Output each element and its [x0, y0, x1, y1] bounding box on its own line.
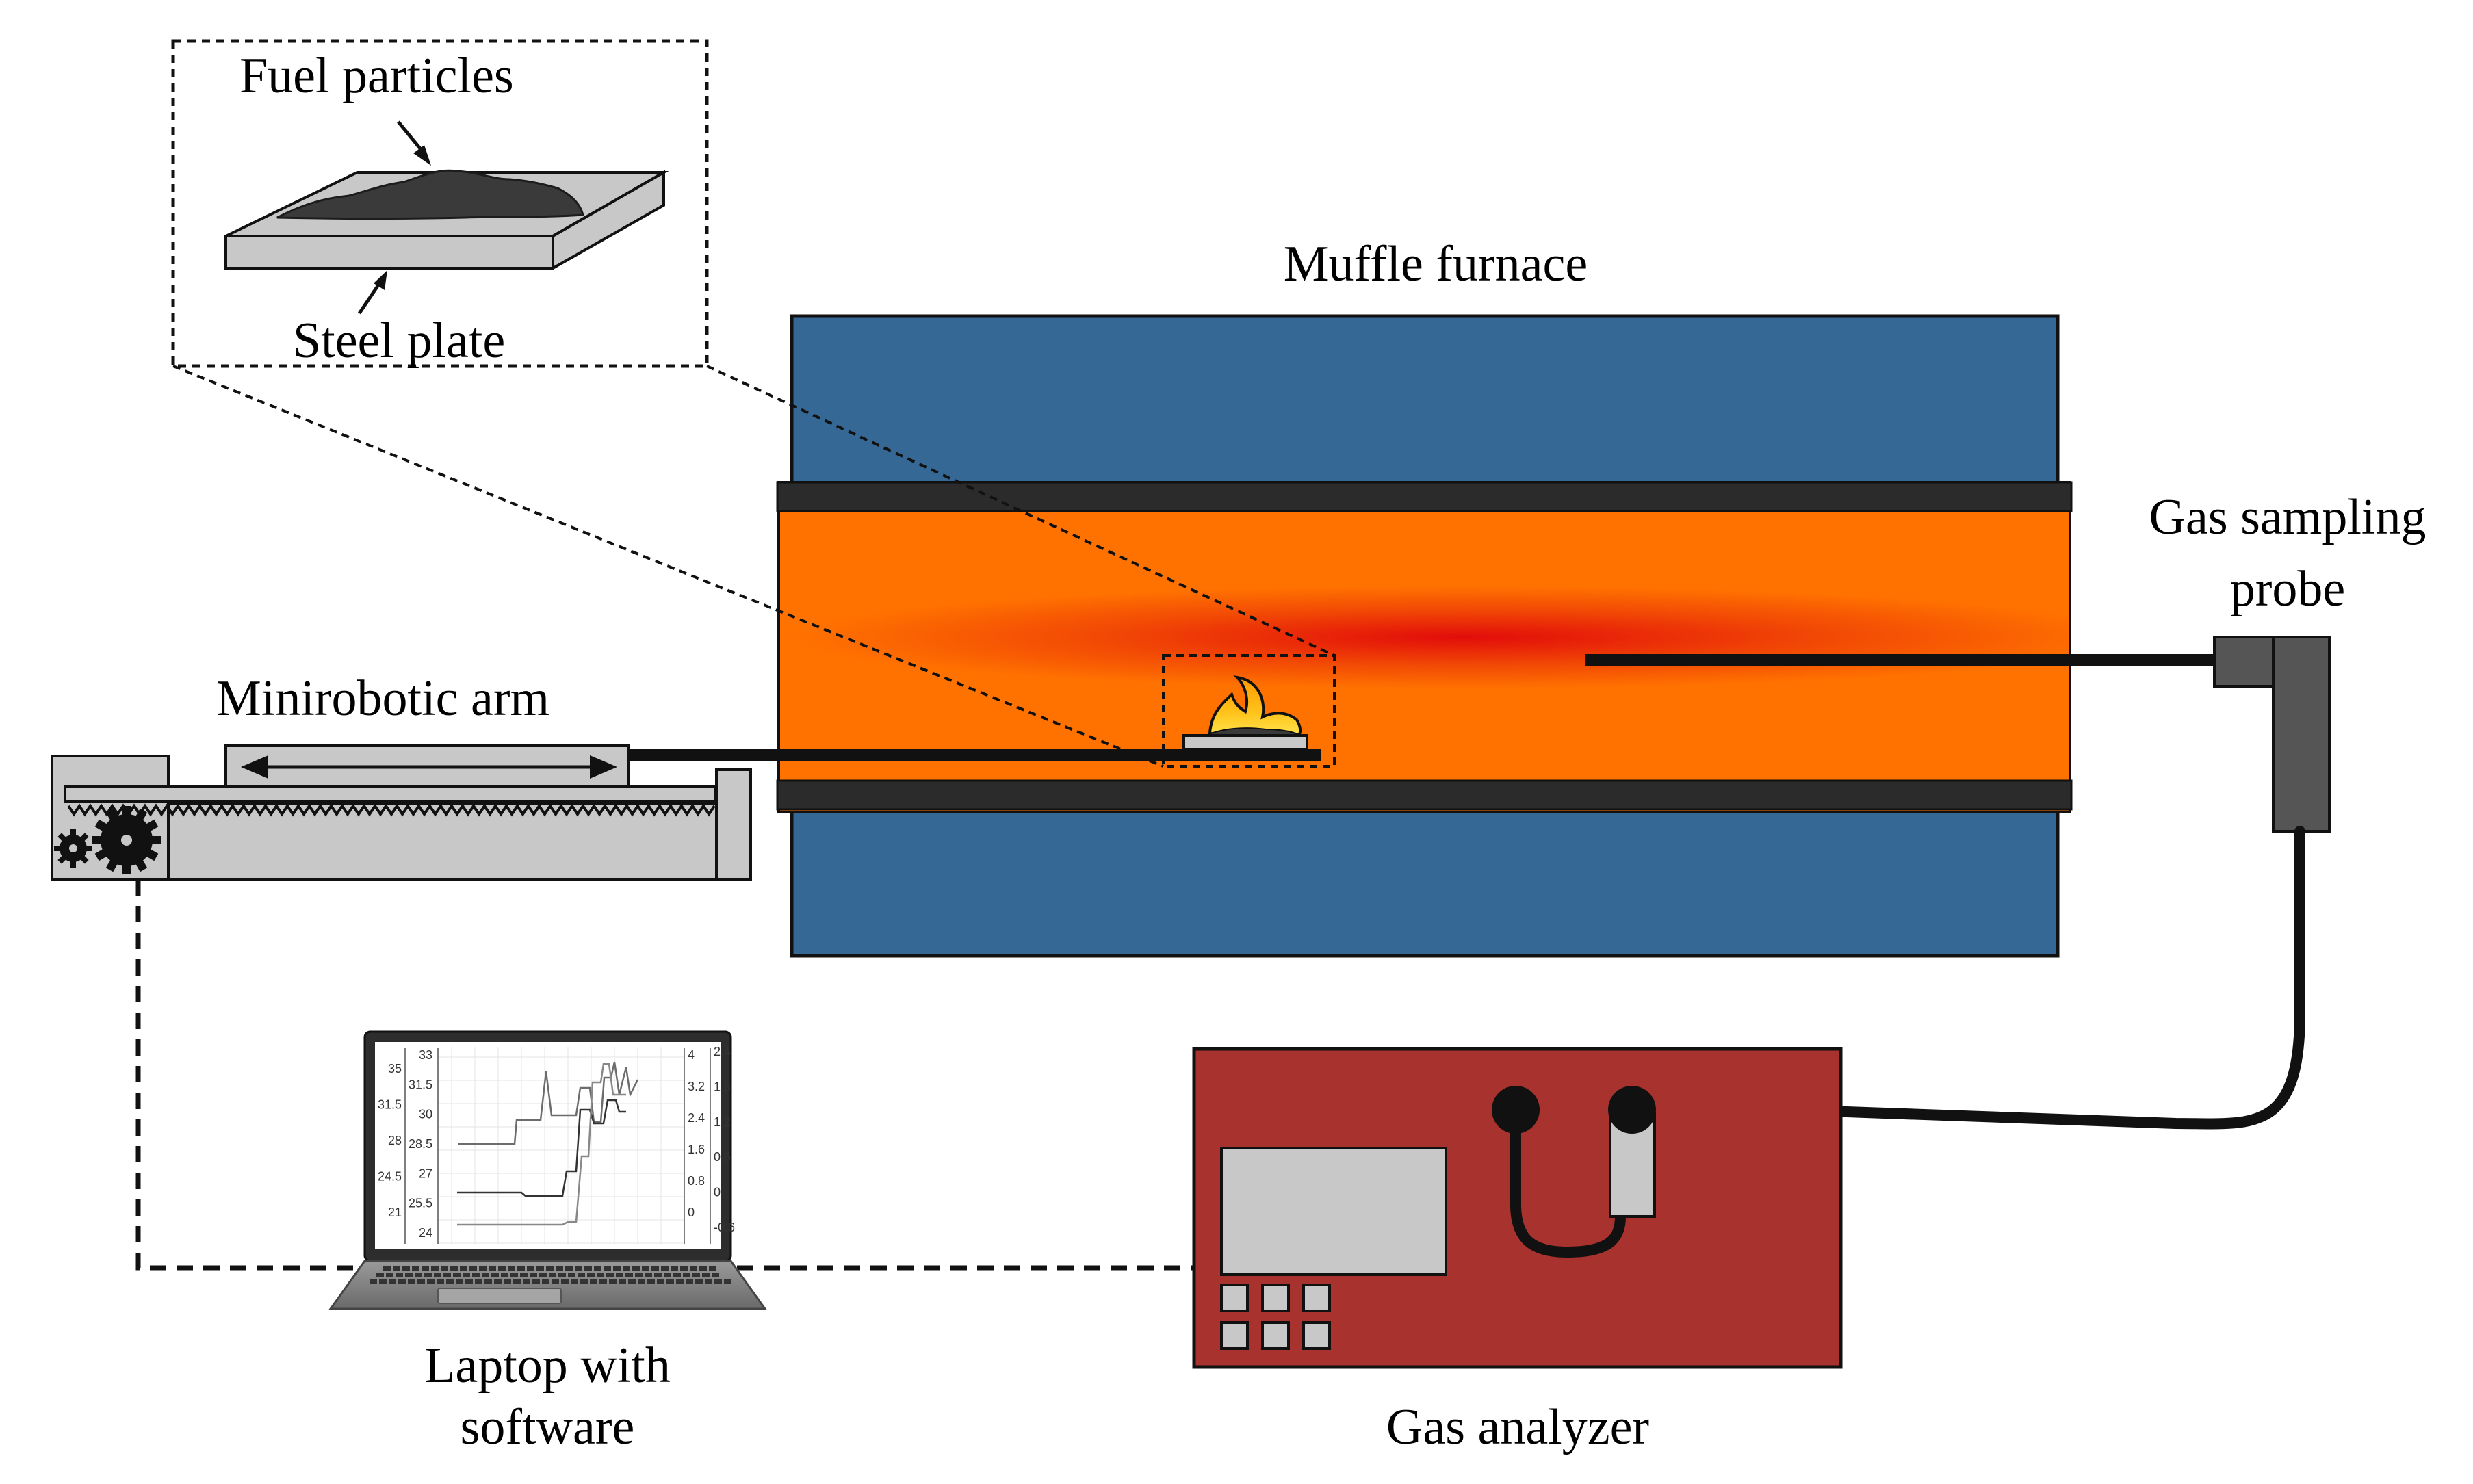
- axis-tick-label: 31.5: [409, 1078, 432, 1091]
- axis-tick-label: 2.4: [688, 1111, 705, 1125]
- screen-traces: [457, 1061, 639, 1226]
- axis-tick-label: 27: [419, 1167, 432, 1180]
- axis-tick-label: 0: [688, 1206, 695, 1219]
- probe-body: [2272, 636, 2331, 833]
- axis-tick-label: 1.8: [714, 1080, 731, 1093]
- laptop-keyboard: [370, 1266, 731, 1284]
- analyzer-internal-tube: [1510, 1107, 1626, 1258]
- gas-analyzer-label: Gas analyzer: [1386, 1399, 1649, 1455]
- gas-sampling-probe-label-line1: Gas sampling: [2149, 489, 2426, 545]
- axis-tick-label: 0: [714, 1186, 721, 1199]
- rail-base: [166, 803, 751, 881]
- probe-connector: [2213, 636, 2279, 688]
- plate-arrow-shaft: [357, 281, 383, 315]
- rack-teeth: [67, 803, 716, 817]
- laptop-touchpad: [437, 1288, 562, 1304]
- fuel-particles-label: Fuel particles: [239, 48, 514, 104]
- axis-tick-label: 28.5: [409, 1137, 432, 1151]
- arm-rod: [628, 749, 1321, 761]
- axis-tick-label: 2.4: [714, 1045, 731, 1058]
- screen-axis-right-1: 4 3.2 2.4 1.6 0.8 0: [688, 1048, 705, 1219]
- analyzer-display: [1220, 1147, 1447, 1276]
- zoom-guide-left: [172, 365, 1164, 768]
- screen-axis-right-2: 2.4 1.8 1.2 0.6 0 -0.6: [714, 1045, 735, 1234]
- axis-tick-label: 28: [388, 1134, 402, 1147]
- laptop-label-line1: Laptop with: [424, 1338, 671, 1394]
- sample-in-furnace: [1162, 654, 1336, 768]
- travel-arrow-right-head: [590, 755, 617, 779]
- steel-plate-side: [552, 170, 665, 271]
- laptop-label-line2: software: [461, 1399, 635, 1455]
- minirobotic-arm: Minirobotic arm: [51, 671, 1321, 881]
- travel-arrow-left-head: [241, 755, 268, 779]
- minirobotic-arm-label: Minirobotic arm: [216, 671, 549, 727]
- axis-tick-label: 35: [388, 1062, 402, 1076]
- muffle-furnace-label: Muffle furnace: [1284, 236, 1588, 292]
- analyzer-port-right: [1608, 1086, 1656, 1134]
- tube-wall-bottom: [776, 779, 2073, 811]
- sample-inset: Fuel particles Steel plate: [171, 39, 709, 369]
- screen-axis-left-2: 33 31.5 30 28.5 27 25.5 24: [409, 1048, 432, 1240]
- analyzer-port-left: [1492, 1086, 1540, 1134]
- axis-tick-label: 4: [688, 1048, 695, 1062]
- plate-arrow-head: [374, 270, 387, 290]
- muffle-furnace: [776, 314, 2073, 958]
- axis-tick-label: 1.2: [714, 1115, 731, 1129]
- fuel-particle-pile: [276, 169, 584, 220]
- axis-tick-label: 25.5: [409, 1197, 432, 1210]
- screen-axes: [404, 1048, 711, 1244]
- axis-tick-label: 0.6: [714, 1150, 731, 1164]
- fuel-arrow-shaft: [397, 120, 424, 153]
- screen-axis-left-1: 35 31.5 28 24.5 21: [378, 1062, 402, 1219]
- axis-tick-label: 1.6: [688, 1143, 705, 1156]
- axis-tick-label: -0.6: [714, 1221, 735, 1234]
- sample-zoom-box: [1162, 654, 1336, 768]
- gas-sampling-probe: [1585, 636, 2331, 1130]
- axis-tick-label: 3.2: [688, 1080, 705, 1093]
- steel-plate-label: Steel plate: [293, 313, 505, 369]
- axis-tick-label: 21: [388, 1206, 402, 1219]
- axis-tick-label: 33: [419, 1048, 432, 1062]
- large-gear-icon: [92, 806, 161, 874]
- steel-plate-front: [224, 235, 554, 270]
- analyzer-keypad: [1220, 1284, 1331, 1350]
- small-gear-icon: [54, 829, 92, 868]
- probe-hose: [1627, 826, 2305, 1130]
- zoom-guide-right: [706, 365, 1335, 657]
- rail-end-stop: [715, 768, 752, 881]
- data-cable: [135, 879, 1194, 1271]
- axis-tick-label: 31.5: [378, 1098, 402, 1112]
- sample-plate: [1182, 734, 1308, 751]
- laptop: 35 31.5 28 24.5 21 33 31.5 30 28.5 27 25.5 24 4 3.2…: [328, 1030, 767, 1455]
- flame: [1208, 675, 1302, 737]
- axis-tick-label: 0.8: [688, 1174, 705, 1188]
- fuel-arrow-head: [413, 145, 431, 166]
- furnace-tube: [777, 481, 2071, 813]
- probe-rod: [1585, 654, 2218, 666]
- gas-sampling-probe-label-line2: probe: [2230, 561, 2346, 617]
- axis-tick-label: 30: [419, 1108, 432, 1121]
- axis-tick-label: 24: [419, 1226, 432, 1240]
- laptop-screen: [375, 1042, 721, 1249]
- gas-analyzer: [1192, 1047, 1843, 1369]
- inset-frame: [171, 39, 709, 368]
- axis-tick-label: 24.5: [378, 1170, 402, 1184]
- rack-bar: [64, 785, 716, 803]
